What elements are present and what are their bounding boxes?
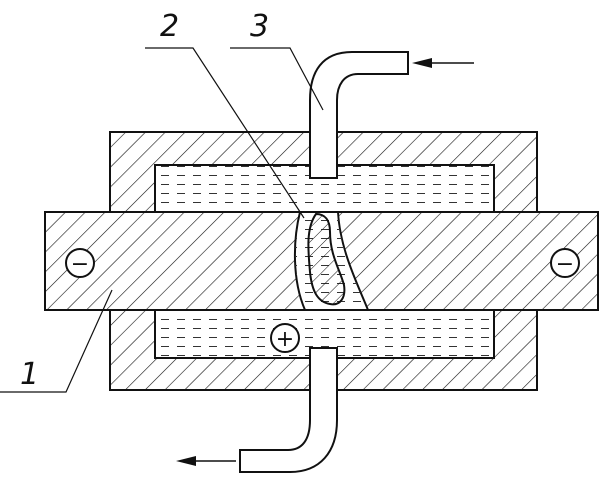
leader-lines <box>0 47 324 393</box>
callout-1: 1 <box>20 357 39 392</box>
callout-3: 3 <box>250 9 269 44</box>
leader-line-1 <box>0 289 113 393</box>
outlet-flow-arrow <box>176 456 236 466</box>
center-terminal: + <box>270 323 300 353</box>
callout-2: 2 <box>160 9 179 44</box>
left-terminal: − <box>65 248 95 278</box>
right-terminal-sign: − <box>556 252 574 277</box>
outlet-pipe <box>239 347 338 473</box>
leader-line-2 <box>145 47 305 219</box>
inlet-pipe <box>309 51 409 179</box>
left-terminal-sign: − <box>71 252 89 277</box>
right-terminal: − <box>550 248 580 278</box>
inlet-flow-arrow <box>412 58 474 68</box>
leader-line-3 <box>230 47 324 111</box>
tool-electrode <box>307 212 346 306</box>
center-terminal-sign: + <box>276 327 294 352</box>
